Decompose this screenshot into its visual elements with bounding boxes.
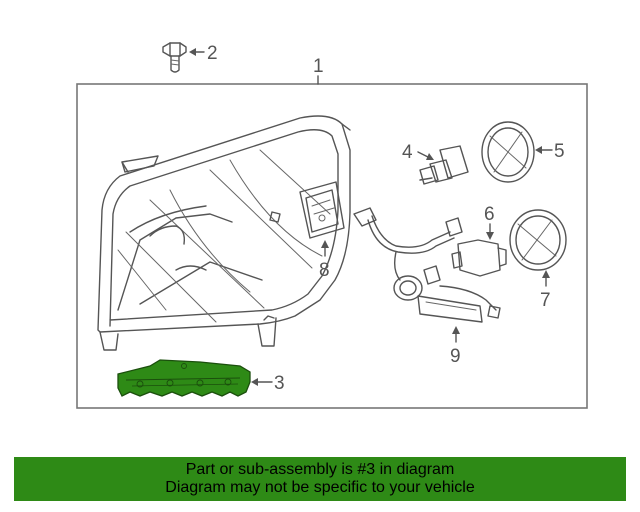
module-part-8 (299, 181, 345, 239)
bulb-part-4 (419, 145, 469, 185)
bolt-part-2 (162, 42, 187, 73)
callout-8: 8 (319, 260, 330, 281)
callout-1: 1 (313, 56, 324, 77)
parts-diagram: 1 2 (76, 42, 588, 409)
info-banner-line-1: Part or sub-assembly is #3 in diagram (185, 461, 455, 478)
callout-6: 6 (484, 204, 495, 225)
callout-2: 2 (207, 43, 218, 64)
callout-3: 3 (274, 373, 285, 394)
headlamp-housing (97, 115, 351, 351)
callout-5: 5 (554, 141, 565, 162)
part-3-highlighted (117, 359, 251, 397)
callout-7: 7 (540, 290, 551, 311)
callout-9: 9 (450, 346, 461, 367)
harness-part-9 (353, 207, 501, 323)
cap-part-7 (509, 209, 567, 271)
callout-4: 4 (402, 142, 413, 163)
info-banner-line-2: Diagram may not be specific to your vehi… (165, 479, 475, 496)
bulb-part-6 (451, 239, 507, 277)
info-banner: Part or sub-assembly is #3 in diagram Di… (14, 457, 626, 501)
cap-part-5 (481, 121, 535, 183)
